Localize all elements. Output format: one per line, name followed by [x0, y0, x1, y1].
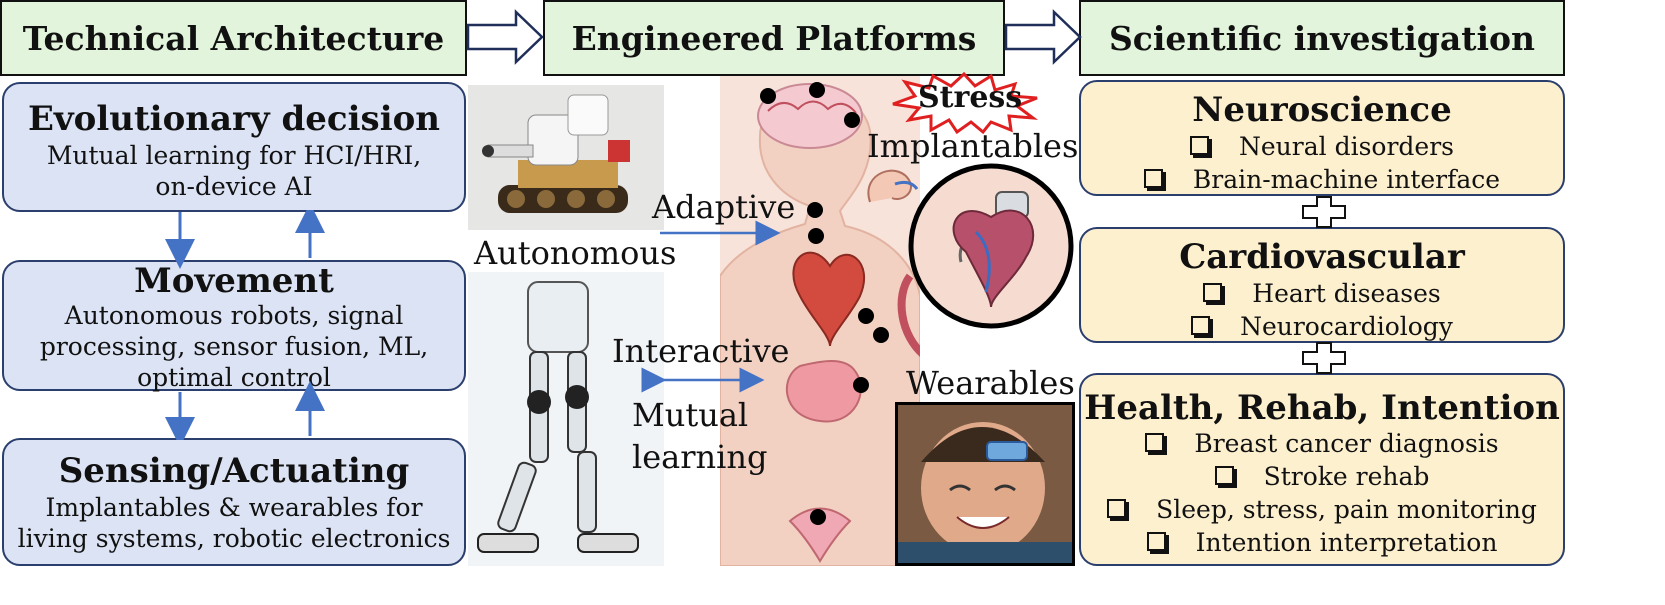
neuroscience-item-1: Neural disorders: [1081, 130, 1563, 163]
header-scientific-investigation: Scientific investigation: [1079, 0, 1565, 76]
adaptive-label: Adaptive: [652, 188, 796, 226]
header-scientific-label: Scientific investigation: [1108, 18, 1536, 58]
movement-line-1: Autonomous robots, signal: [64, 301, 404, 330]
checkbox-icon: [1214, 466, 1234, 485]
sensing-line-2: living systems, robotic electronics: [17, 524, 451, 553]
evolutionary-title: Evolutionary decision: [27, 99, 441, 139]
center-arrows: [641, 220, 781, 393]
cardiovascular-title: Cardiovascular: [1179, 237, 1465, 277]
implantables-label: Implantables: [867, 127, 1079, 165]
wearables-label: Wearables: [906, 364, 1075, 402]
checkbox-icon: [1143, 169, 1163, 188]
movement-line-2: processing, sensor fusion, ML,: [39, 332, 429, 361]
sensor-dot-heart-2: [873, 327, 889, 343]
checkbox-icon: [1190, 136, 1209, 155]
mutual-learning-label-1: Mutual: [632, 396, 749, 434]
interactive-label: Interactive: [612, 332, 790, 370]
health-title: Health, Rehab, Intention: [1084, 388, 1560, 428]
sensor-dot-uterus: [810, 509, 826, 525]
child-wearable-image: [895, 402, 1075, 566]
ear-implant-image: [867, 169, 919, 203]
checkbox-icon: [1146, 532, 1166, 551]
sensing-actuating-box: Sensing/Actuating Implantables & wearabl…: [2, 438, 466, 566]
health-rehab-intention-box: Health, Rehab, Intention Breast cancer d…: [1079, 373, 1565, 566]
flow-arrow-2: [1004, 9, 1082, 65]
pacemaker-heart-image: [908, 163, 1074, 329]
human-body-figure: [720, 76, 920, 566]
mutual-learning-label-2: learning: [632, 438, 768, 476]
health-item-1: Breast cancer diagnosis: [1081, 427, 1563, 460]
autonomous-label: Autonomous: [470, 234, 681, 272]
exoskeleton-image: [468, 272, 664, 566]
movement-box: Movement Autonomous robots, signal proce…: [2, 260, 466, 392]
evolutionary-decision-box: Evolutionary decision Mutual learning fo…: [2, 82, 466, 212]
neuroscience-title: Neuroscience: [1192, 90, 1452, 130]
neuroscience-box: Neuroscience Neural disorders Brain-mach…: [1079, 80, 1565, 196]
health-item-3: Sleep, stress, pain monitoring: [1081, 493, 1563, 526]
evolutionary-line-1: Mutual learning for HCI/HRI,: [46, 141, 422, 170]
tracked-robot-image: [468, 85, 664, 230]
sensor-dots: [760, 82, 889, 525]
sensor-dot-brain-3: [844, 112, 860, 128]
plus-connector-2: [1302, 342, 1346, 374]
plus-connector-1: [1302, 196, 1346, 228]
header-engineered-platforms: Engineered Platforms: [543, 0, 1005, 76]
stress-label: Stress: [918, 80, 1023, 115]
header-engineered-label: Engineered Platforms: [571, 18, 977, 58]
health-item-4: Intention interpretation: [1081, 526, 1563, 559]
sensor-dot-heart-1: [858, 308, 874, 324]
cardiovascular-item-1: Heart diseases: [1081, 277, 1563, 310]
health-item-2: Stroke rehab: [1081, 460, 1563, 493]
sensing-title: Sensing/Actuating: [58, 451, 410, 491]
sensor-dot-neck-2: [808, 228, 824, 244]
flow-arrow-1: [466, 9, 544, 65]
sensing-line-1: Implantables & wearables for: [45, 493, 423, 522]
left-column-arrows: [165, 210, 325, 440]
cardiovascular-box: Cardiovascular Heart diseases Neurocardi…: [1079, 227, 1565, 343]
checkbox-icon: [1145, 433, 1165, 452]
sensor-dot-brain-1: [760, 88, 776, 104]
sensor-dot-neck-1: [807, 202, 823, 218]
sensor-dot-brain-2: [809, 82, 825, 98]
stress-burst-shape: [892, 72, 1039, 134]
cardiovascular-item-2: Neurocardiology: [1081, 310, 1563, 343]
checkbox-icon: [1107, 499, 1127, 518]
checkbox-icon: [1203, 283, 1223, 302]
evolutionary-line-2: on-device AI: [155, 172, 313, 201]
checkbox-icon: [1191, 316, 1211, 335]
neuroscience-item-2: Brain-machine interface: [1081, 163, 1563, 196]
header-technical-architecture: Technical Architecture: [0, 0, 467, 76]
header-technical-label: Technical Architecture: [22, 18, 445, 58]
sensor-dot-stomach: [853, 377, 869, 393]
